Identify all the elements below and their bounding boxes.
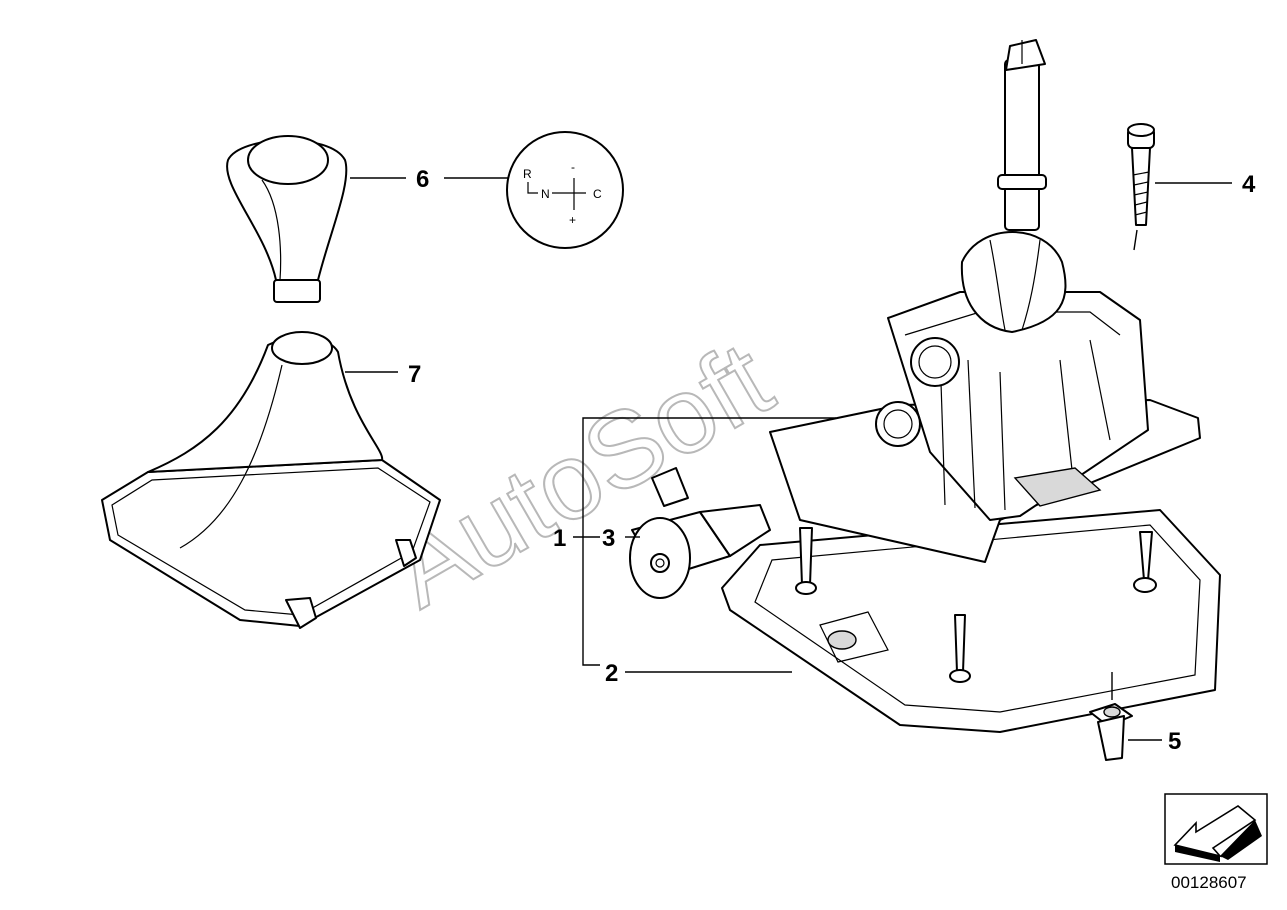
shift-label-n: N [541,187,550,201]
callout-3: 3 [602,525,615,552]
bolt [1127,123,1155,226]
position-sensor [629,467,771,599]
gear-knob [226,135,348,303]
document-number: 00128607 [1171,873,1247,892]
shifter-housing [721,39,1221,733]
callouts: 6 7 4 5 1 3 2 [408,166,1256,755]
callout-1: 1 [553,525,566,552]
callout-2: 2 [605,660,618,687]
shift-label-r: R [523,167,532,181]
shift-boot [101,331,441,629]
callout-5: 5 [1168,728,1181,755]
nut [1089,703,1133,761]
shift-label-c: C [593,187,602,201]
direction-arrow-icon [1164,793,1268,865]
leader-lines [345,177,1232,741]
callout-4: 4 [1242,171,1256,198]
shift-pattern-badge: R N - C + [506,131,624,249]
shift-label-minus: - [571,160,575,174]
callout-6: 6 [416,166,429,193]
callout-7: 7 [408,361,421,388]
shift-label-plus: + [569,213,576,227]
